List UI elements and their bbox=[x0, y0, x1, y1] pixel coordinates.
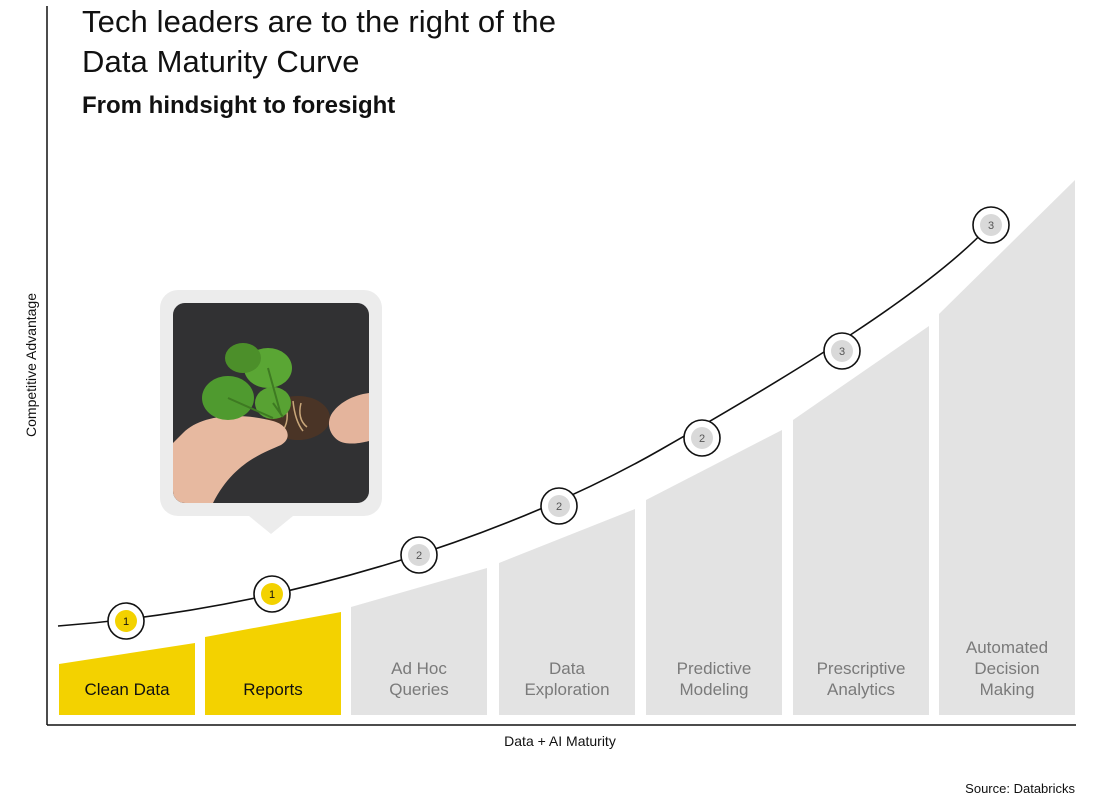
stage-label-line: Making bbox=[979, 680, 1035, 699]
level-marker-4: 2 bbox=[540, 487, 578, 525]
level-marker-5: 2 bbox=[683, 419, 721, 457]
marker-level-text: 3 bbox=[839, 346, 845, 358]
stage-label-line: Exploration bbox=[524, 680, 610, 699]
stage-label-line: Analytics bbox=[826, 680, 896, 699]
title-line-1: Tech leaders are to the right of the bbox=[82, 4, 557, 39]
stage-label-line: Clean Data bbox=[84, 680, 170, 699]
stage-block-ad-hoc-queries bbox=[351, 568, 487, 715]
marker-dot bbox=[691, 427, 713, 449]
stage-block-data-exploration bbox=[499, 509, 635, 715]
level-marker-3: 2 bbox=[400, 536, 438, 574]
plant-seedling-photo bbox=[173, 303, 369, 503]
marker-dot bbox=[980, 214, 1002, 236]
photo-callout bbox=[160, 290, 382, 534]
x-axis-label: Data + AI Maturity bbox=[504, 733, 616, 749]
stage-label-reports: Reports bbox=[205, 679, 341, 700]
page-title: Tech leaders are to the right of the Dat… bbox=[82, 2, 556, 82]
marker-level-text: 1 bbox=[269, 589, 275, 601]
level-marker-1: 1 bbox=[107, 602, 145, 640]
marker-dot bbox=[831, 340, 853, 362]
marker-level-text: 2 bbox=[699, 433, 705, 445]
stage-label-line: Ad Hoc bbox=[391, 659, 447, 678]
marker-dot bbox=[115, 610, 137, 632]
stage-label-line: Automated bbox=[965, 638, 1049, 657]
title-line-2: Data Maturity Curve bbox=[82, 44, 360, 79]
stage-label-line: Reports bbox=[243, 680, 303, 699]
marker-level-text: 3 bbox=[988, 220, 994, 232]
stage-block-clean-data bbox=[59, 643, 195, 715]
marker-dot bbox=[408, 544, 430, 566]
stage-blocks bbox=[59, 180, 1075, 715]
marker-dot bbox=[261, 583, 283, 605]
stage-block-prescriptive-analytics bbox=[793, 326, 929, 715]
level-marker-2: 1 bbox=[253, 575, 291, 613]
stage-block-automated-decision-making bbox=[939, 180, 1075, 715]
stage-label-line: Queries bbox=[389, 680, 449, 699]
stage-label-line: Data bbox=[549, 659, 585, 678]
source-credit: Source: Databricks bbox=[965, 781, 1075, 796]
curve-markers: 1 1 2 2 2 3 3 bbox=[107, 206, 1010, 640]
marker-level-text: 1 bbox=[123, 616, 129, 628]
stage-label-clean-data: Clean Data bbox=[59, 679, 195, 700]
marker-level-text: 2 bbox=[416, 550, 422, 562]
marker-level-text: 2 bbox=[556, 501, 562, 513]
stage-block-predictive-modeling bbox=[646, 430, 782, 715]
stage-label-line: Prescriptive bbox=[816, 659, 906, 678]
stage-label-line: Decision bbox=[974, 659, 1040, 678]
stage-label-line: Modeling bbox=[679, 680, 749, 699]
stage-label-line: Predictive bbox=[676, 659, 752, 678]
level-marker-6: 3 bbox=[823, 332, 861, 370]
marker-dot bbox=[548, 495, 570, 517]
page-subtitle: From hindsight to foresight bbox=[82, 92, 396, 119]
level-marker-7: 3 bbox=[972, 206, 1010, 244]
stage-block-reports bbox=[205, 612, 341, 715]
